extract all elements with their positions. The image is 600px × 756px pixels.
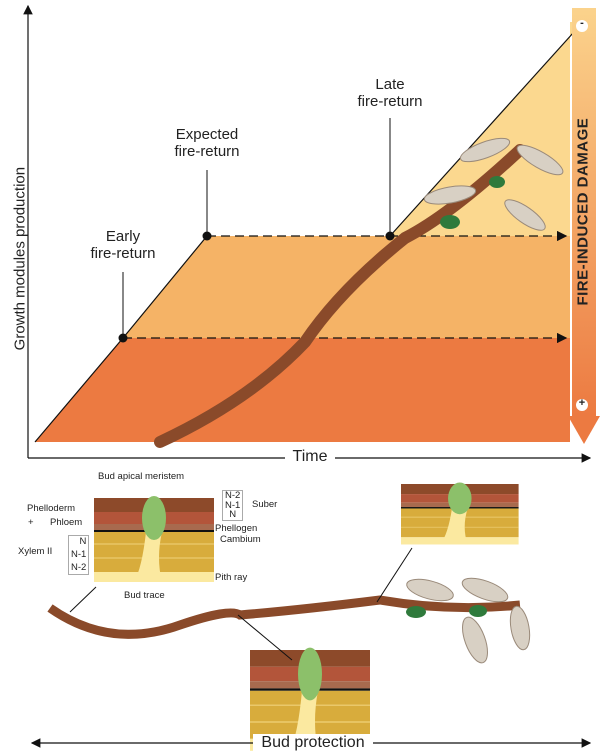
pith-ray-label: Pith ray [215, 572, 248, 583]
layer-label: N [229, 509, 237, 520]
damage-label: FIRE-INDUCED DAMAGE [574, 117, 592, 306]
bud-protection-label: Bud protection [253, 734, 373, 753]
label-line: Late [375, 76, 405, 93]
plus-sign: + [578, 397, 586, 409]
y-axis-label: Growth modules production [11, 166, 29, 351]
layer-label: N [79, 536, 87, 547]
layer-label: N-1 [225, 499, 241, 511]
bud-apical-label: Bud apical meristem [98, 471, 185, 482]
phloem-label: Phloem [50, 517, 83, 528]
stem [154, 144, 526, 448]
phelloderm-label: Phelloderm [27, 503, 76, 514]
label-line: Early [105, 228, 141, 245]
cambium-label: Cambium [220, 534, 261, 545]
bud-section-detailed [93, 495, 215, 583]
label-line: fire-return [357, 93, 423, 111]
suber-label: Suber [252, 499, 278, 510]
bud-section-late [400, 482, 520, 545]
x-axis-label: Time [285, 448, 335, 467]
label-line: fire-return [174, 143, 240, 161]
branch [47, 595, 521, 639]
minus-sign: - [580, 17, 584, 29]
layer-label: N-2 [71, 561, 87, 573]
layer-label: N-2 [225, 490, 241, 501]
label-line: Expected [175, 126, 239, 143]
layer-label: N-1 [71, 548, 87, 560]
bud-trace-label: Bud trace [124, 590, 165, 601]
label-line: fire-return [90, 245, 156, 263]
xylem-label: Xylem II [18, 546, 53, 557]
phellogen-label: Phellogen [215, 523, 258, 534]
band-low [35, 338, 570, 442]
leaves [423, 137, 564, 231]
plus-label: + [28, 517, 34, 528]
